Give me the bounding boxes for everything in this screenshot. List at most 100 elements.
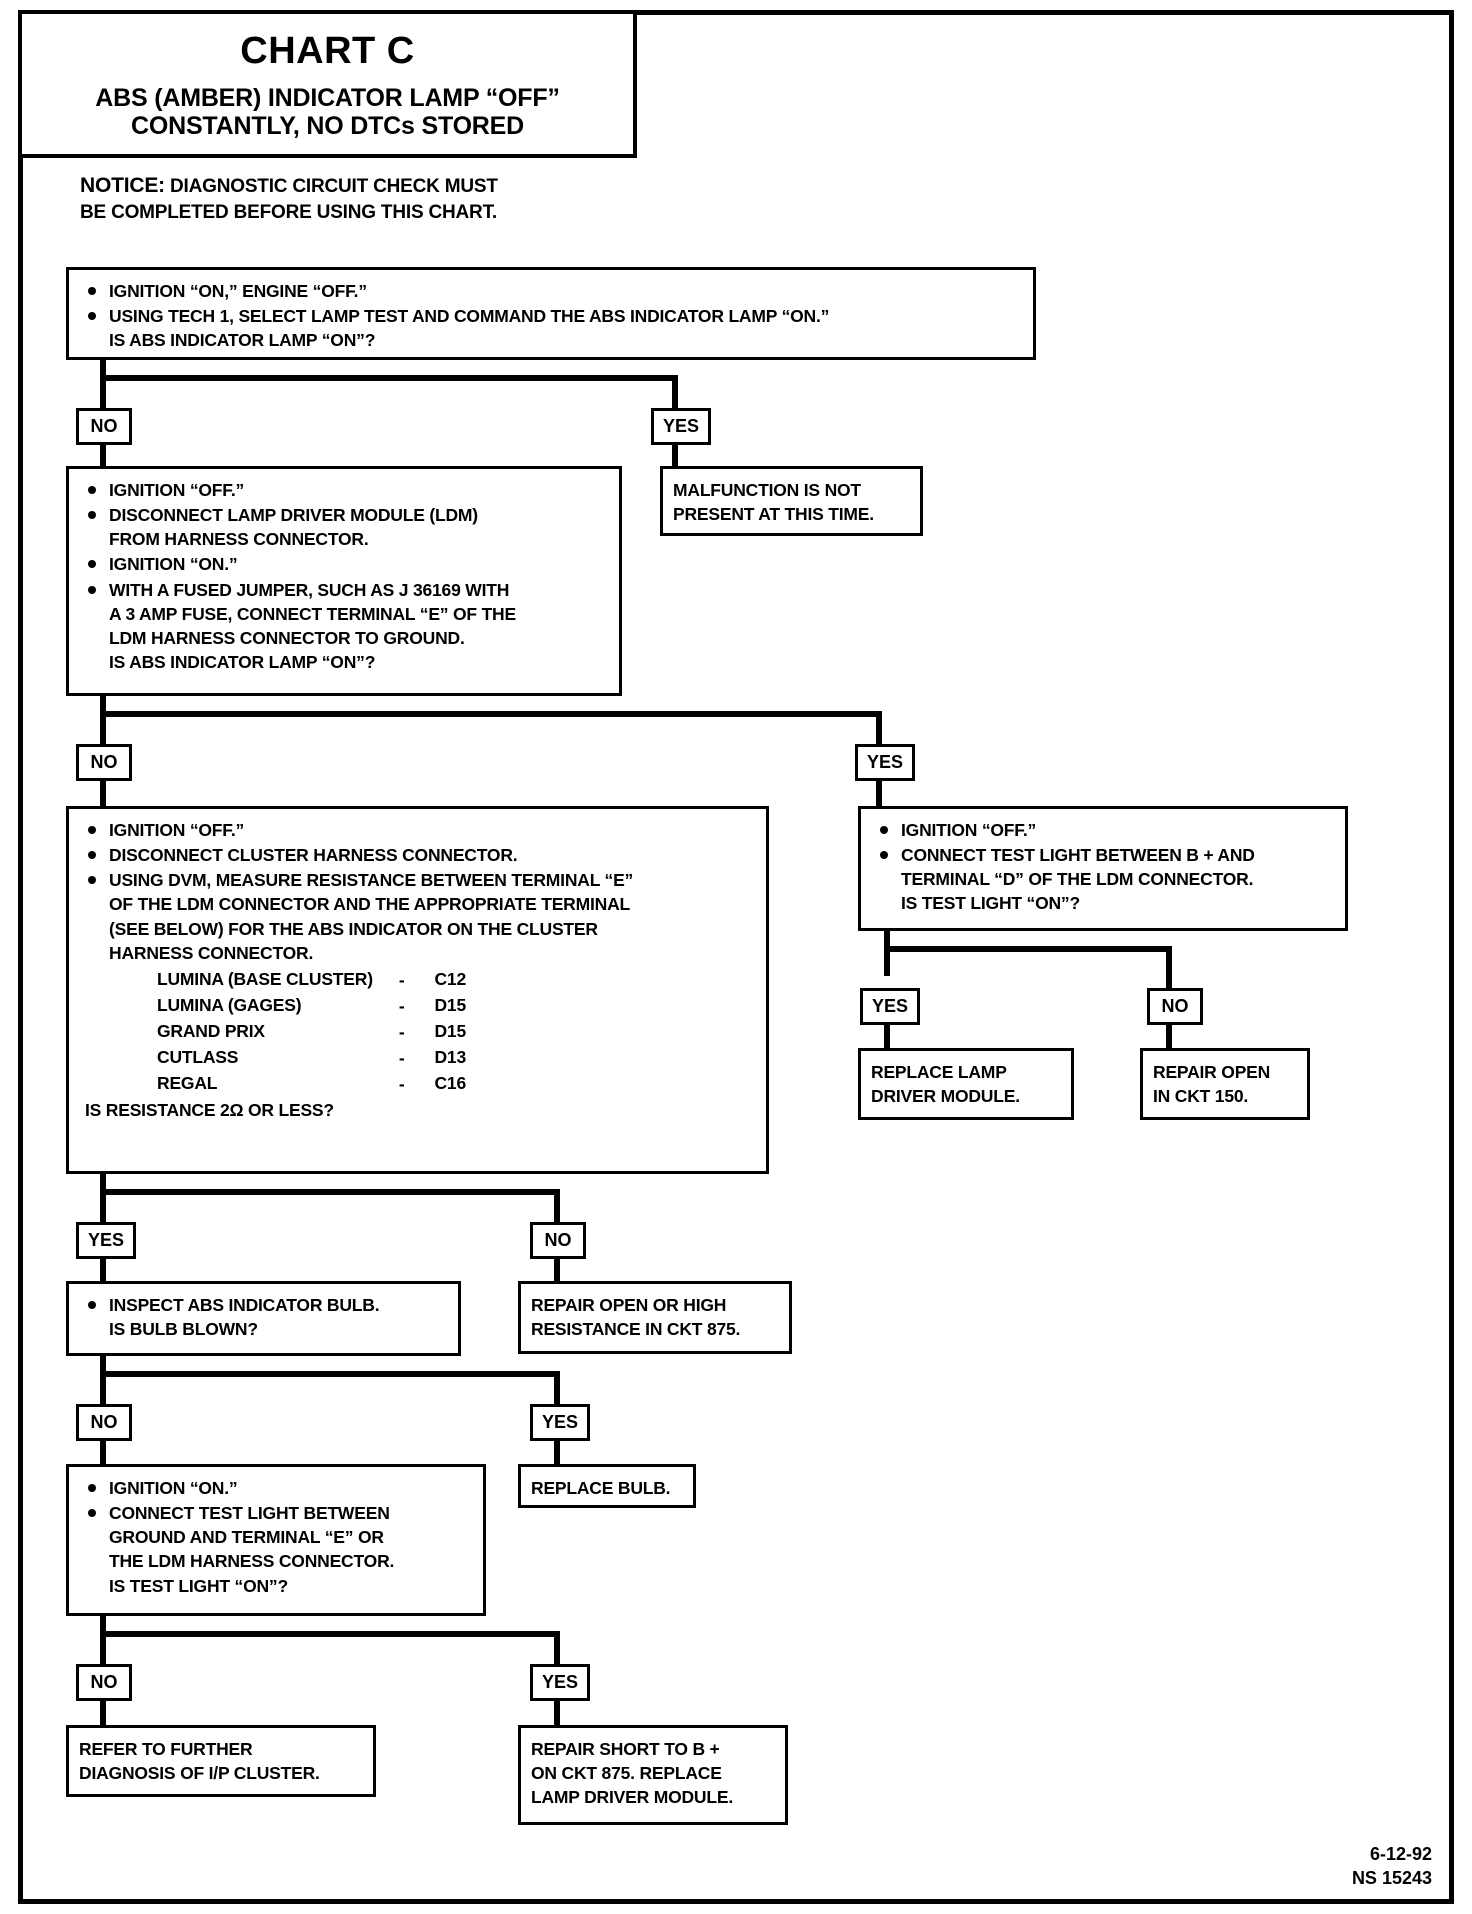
refer-cluster-line1: REFER TO FURTHER: [79, 1739, 253, 1759]
page-border-top: [18, 10, 1454, 15]
line-step5-horizontal: [100, 1631, 560, 1637]
line-step5-down: [100, 1616, 106, 1666]
notice-label: NOTICE:: [80, 174, 165, 197]
step2-bullet4-line1: WITH A FUSED JUMPER, SUCH AS J 36169 WIT…: [109, 579, 510, 600]
step1-box: IGNITION “ON,” ENGINE “OFF.” USING TECH …: [66, 267, 1036, 360]
line-step1-horizontal: [100, 375, 678, 381]
inspect-bulb-line1: INSPECT ABS INDICATOR BULB.: [109, 1295, 380, 1315]
line-yes1-down: [672, 445, 678, 468]
line-step2-horizontal: [100, 711, 882, 717]
line-step3-horizontal: [884, 946, 1172, 952]
step3-right-box: IGNITION “OFF.” CONNECT TEST LIGHT BETWE…: [858, 806, 1348, 931]
step5-bullet2: CONNECT TEST LIGHT BETWEEN GROUND AND TE…: [79, 1501, 473, 1598]
step2-bullet4-line3: LDM HARNESS CONNECTOR TO GROUND.: [109, 627, 465, 648]
step4-bullet2: DISCONNECT CLUSTER HARNESS CONNECTOR.: [79, 843, 756, 867]
step2-bullet2-line1: DISCONNECT LAMP DRIVER MODULE (LDM): [109, 505, 478, 526]
replace-bulb-box: REPLACE BULB.: [518, 1464, 696, 1508]
line-step2-yes-down: [876, 711, 882, 746]
step4-bullet3-line2: OF THE LDM CONNECTOR AND THE APPROPRIATE…: [109, 894, 631, 915]
line-no3-down: [1166, 1025, 1172, 1050]
replace-ldm-line1: REPLACE LAMP: [871, 1062, 1007, 1082]
tag-no-step4: NO: [530, 1222, 586, 1259]
step5-box: IGNITION “ON.” CONNECT TEST LIGHT BETWEE…: [66, 1464, 486, 1616]
chart-subtitle-line2: CONSTANTLY, NO DTCs STORED: [131, 112, 524, 140]
step4-box: IGNITION “OFF.” DISCONNECT CLUSTER HARNE…: [66, 806, 769, 1174]
terminal-dash: -: [398, 1048, 405, 1069]
terminal-vehicle: LUMINA (BASE CLUSTER): [157, 968, 373, 989]
repair-short-line1: REPAIR SHORT TO B +: [531, 1739, 720, 1759]
step5-bullet1: IGNITION “ON.”: [79, 1476, 473, 1500]
repair-ckt150-line1: REPAIR OPEN: [1153, 1062, 1271, 1082]
repair-short-box: REPAIR SHORT TO B + ON CKT 875. REPLACE …: [518, 1725, 788, 1825]
terminal-dash: -: [398, 969, 405, 990]
chart-subtitle-line1: ABS (AMBER) INDICATOR LAMP “OFF”: [95, 84, 560, 112]
step3-bullet2: CONNECT TEST LIGHT BETWEEN B + AND TERMI…: [871, 843, 1335, 915]
terminal-vehicle: GRAND PRIX: [157, 1021, 265, 1042]
step4-question: IS RESISTANCE 2Ω OR LESS?: [85, 1099, 334, 1120]
tag-no-step3: NO: [1147, 988, 1203, 1025]
step4-bullet3-line3: (SEE BELOW) FOR THE ABS INDICATOR ON THE…: [109, 918, 598, 939]
inspect-bulb-box: INSPECT ABS INDICATOR BULB. IS BULB BLOW…: [66, 1281, 461, 1356]
step2-bullet1: IGNITION “OFF.”: [79, 478, 609, 502]
terminal-code: D15: [434, 994, 466, 1015]
inspect-bulb-line2: IS BULB BLOWN?: [109, 1319, 258, 1340]
line-yes5-down: [554, 1701, 560, 1727]
line-step1-down: [100, 360, 106, 410]
terminal-code: C16: [434, 1073, 466, 1094]
replace-ldm-line2: DRIVER MODULE.: [871, 1086, 1020, 1107]
step2-bullet2: DISCONNECT LAMP DRIVER MODULE (LDM) FROM…: [79, 503, 609, 551]
step2-bullet4-line2: A 3 AMP FUSE, CONNECT TERMINAL “E” OF TH…: [109, 603, 516, 624]
malfunction-line1: MALFUNCTION IS NOT: [673, 480, 861, 500]
step4-bullet1: IGNITION “OFF.”: [79, 818, 756, 842]
step2-box: IGNITION “OFF.” DISCONNECT LAMP DRIVER M…: [66, 466, 622, 696]
line-step5-yes-down: [554, 1631, 560, 1666]
step3-bullet1: IGNITION “OFF.”: [871, 818, 1335, 842]
repair-ckt150-line2: IN CKT 150.: [1153, 1086, 1249, 1107]
step2-bullet4-line4: IS ABS INDICATOR LAMP “ON”?: [109, 651, 376, 672]
step4-bullet3-line1: USING DVM, MEASURE RESISTANCE BETWEEN TE…: [109, 870, 634, 891]
repair-short-line2: ON CKT 875. REPLACE: [531, 1763, 722, 1784]
terminal-vehicle: REGAL: [157, 1073, 218, 1094]
step5-bullet2-line1: CONNECT TEST LIGHT BETWEEN: [109, 1503, 390, 1524]
terminal-dash: -: [398, 1022, 405, 1043]
repair-ckt875-line1: REPAIR OPEN OR HIGH: [531, 1295, 727, 1315]
repair-ckt875-box: REPAIR OPEN OR HIGH RESISTANCE IN CKT 87…: [518, 1281, 792, 1354]
replace-ldm-box: REPLACE LAMP DRIVER MODULE.: [858, 1048, 1074, 1120]
line-no4-down: [554, 1259, 560, 1283]
tag-no-step2: NO: [76, 744, 132, 781]
line-bulb-down: [100, 1356, 106, 1406]
refer-cluster-box: REFER TO FURTHER DIAGNOSIS OF I/P CLUSTE…: [66, 1725, 376, 1797]
terminal-code: C12: [434, 968, 466, 989]
line-step4-horizontal: [100, 1189, 560, 1195]
line-bulb-yes-down: [554, 1371, 560, 1406]
step2-bullet3: IGNITION “ON.”: [79, 552, 609, 576]
step1-bullet2-line2: IS ABS INDICATOR LAMP “ON”?: [109, 330, 376, 351]
notice-line1: DIAGNOSTIC CIRCUIT CHECK MUST: [170, 176, 498, 197]
tag-yes-step2: YES: [855, 744, 915, 781]
step5-bullet2-line2: GROUND AND TERMINAL “E” OR: [109, 1527, 384, 1548]
terminal-table-row: GRAND PRIX-D15: [79, 1019, 466, 1045]
terminal-table-row: REGAL - C16: [79, 1071, 466, 1097]
step4-bullet3-line4: HARNESS CONNECTOR.: [109, 942, 314, 963]
repair-ckt150-box: REPAIR OPEN IN CKT 150.: [1140, 1048, 1310, 1120]
step3-bullet2-line2: TERMINAL “D” OF THE LDM CONNECTOR.: [901, 869, 1254, 890]
tag-yes-step3: YES: [860, 988, 920, 1025]
line-step3-down: [884, 931, 890, 976]
chart-id: CHART C: [240, 30, 415, 72]
line-nobulb-down: [100, 1441, 106, 1466]
tag-yes-step1: YES: [651, 408, 711, 445]
line-yesbulb-down: [554, 1441, 560, 1466]
tag-no-step5: NO: [76, 1664, 132, 1701]
line-bulb-horizontal: [100, 1371, 560, 1377]
footer: 6-12-92 NS 15243: [1352, 1843, 1432, 1890]
tag-yes-step5: YES: [530, 1664, 590, 1701]
malfunction-line2: PRESENT AT THIS TIME.: [673, 504, 874, 525]
malfunction-box: MALFUNCTION IS NOT PRESENT AT THIS TIME.: [660, 466, 923, 536]
replace-bulb-line1: REPLACE BULB.: [531, 1478, 671, 1498]
line-step2-down: [100, 696, 106, 746]
terminal-dash: -: [398, 1074, 405, 1095]
step4-bullet3: USING DVM, MEASURE RESISTANCE BETWEEN TE…: [79, 868, 756, 965]
title-block: CHART C ABS (AMBER) INDICATOR LAMP “OFF”…: [22, 14, 637, 158]
